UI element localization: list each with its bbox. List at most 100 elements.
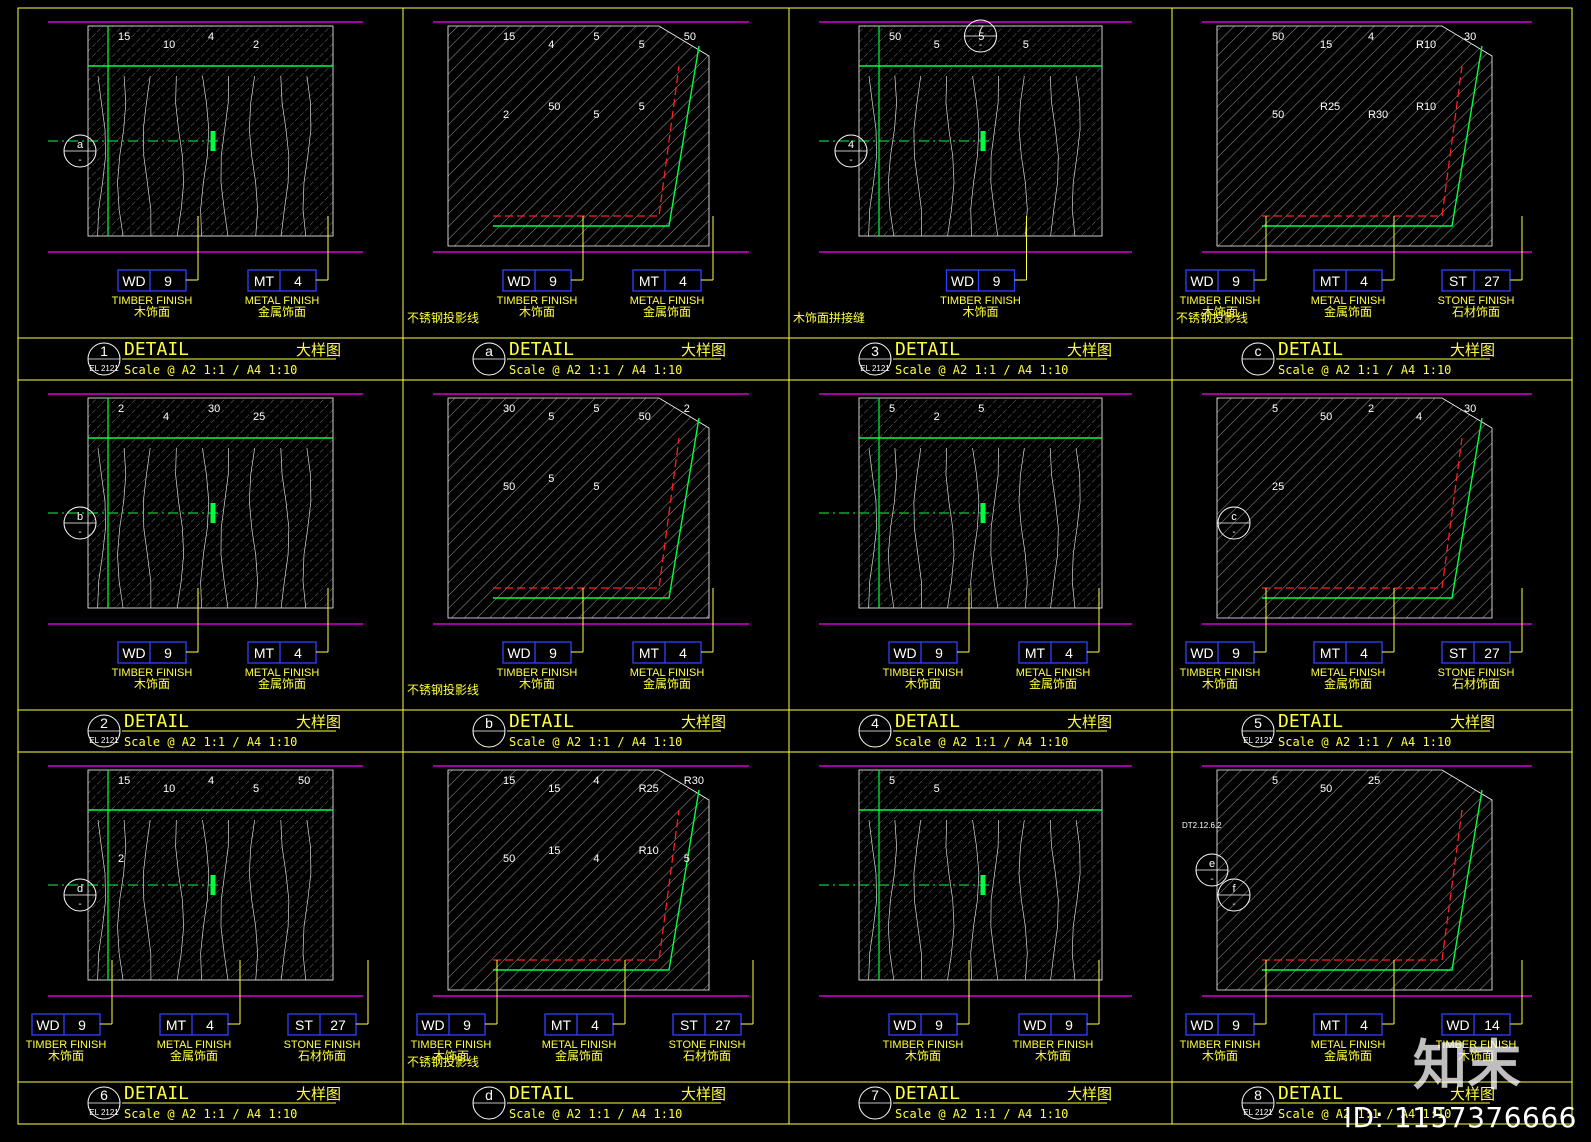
tag-code: MT (1320, 273, 1341, 289)
scale-text: Scale @ A2 1:1 / A4 1:10 (509, 1107, 682, 1121)
dimension-text: 5 (593, 31, 599, 43)
tag-english: TIMBER FINISH (26, 1039, 107, 1051)
wood-grain-line (1049, 75, 1059, 237)
tag-chinese: 金属饰面 (1029, 676, 1077, 691)
scale-text: Scale @ A2 1:1 / A4 1:10 (895, 1107, 1068, 1121)
tag-code: MT (1320, 1017, 1341, 1033)
tag-number: 4 (1360, 1017, 1368, 1033)
wood-grain-line (280, 819, 290, 981)
dimension-text: 4 (163, 411, 169, 423)
bubble-sub: - (849, 155, 852, 166)
tag-english: METAL FINISH (542, 1039, 617, 1051)
detail-reference: EL 2121 (1243, 1108, 1273, 1117)
tag-chinese: 金属饰面 (1324, 676, 1372, 691)
wood-grain-line (970, 75, 980, 237)
dimension-text: 2 (253, 39, 259, 51)
tag-english: TIMBER FINISH (411, 1039, 492, 1051)
tag-code: MT (1320, 645, 1341, 661)
tag-english: TIMBER FINISH (1013, 1039, 1094, 1051)
detail-number: c (1255, 343, 1262, 359)
dimension-text: 50 (684, 31, 696, 43)
dimension-text: 50 (1320, 411, 1332, 423)
dimension-text: 5 (1023, 39, 1029, 51)
dimension-text: 5 (593, 109, 599, 121)
dimension-text: 5 (684, 853, 690, 865)
dimension-text: 50 (548, 101, 560, 113)
tag-chinese: 金属饰面 (555, 1048, 603, 1063)
finish-outline (493, 417, 700, 599)
wood-grain-line (142, 75, 152, 237)
dimension-text: 5 (889, 403, 895, 415)
detail-title-cn: 大样图 (296, 1086, 341, 1103)
tag-number: 9 (1232, 1017, 1240, 1033)
tag-code: ST (1449, 273, 1467, 289)
dimension-text: R10 (1416, 39, 1436, 51)
tag-english: TIMBER FINISH (1180, 295, 1261, 307)
wood-grain-line (220, 819, 229, 981)
tag-number: 9 (993, 273, 1001, 289)
section-bubble: a- (63, 134, 97, 168)
tag-english: METAL FINISH (1311, 667, 1386, 679)
dimension-text: 15 (503, 775, 515, 787)
note-text: 木饰面拼接缝 (793, 310, 865, 325)
wood-grain-line (868, 447, 877, 609)
section-hatch (1216, 769, 1493, 991)
tag-code: WD (122, 273, 145, 289)
tag-english: TIMBER FINISH (497, 667, 578, 679)
dimension-text: 10 (163, 783, 175, 795)
tag-code: WD (36, 1017, 59, 1033)
scale-text: Scale @ A2 1:1 / A4 1:10 (124, 735, 297, 749)
dimension-text: 5 (593, 481, 599, 493)
detail-reference: EL 2121 (1243, 736, 1273, 745)
section-bubble: 4- (834, 134, 868, 168)
tag-code: WD (1190, 273, 1213, 289)
tag-chinese: 木饰面 (1035, 1049, 1071, 1063)
projection-line (493, 437, 680, 589)
tag-code: WD (122, 645, 145, 661)
dimension-text: 5 (639, 39, 645, 51)
dimension-text: 30 (1464, 403, 1476, 415)
detail-reference: EL 2121 (89, 736, 119, 745)
detail-title-cn: 大样图 (1450, 714, 1495, 731)
dimension-text: 2 (1368, 403, 1374, 415)
dimension-text: 2 (118, 853, 124, 865)
dimension-text: 50 (298, 775, 310, 787)
tag-english: TIMBER FINISH (940, 295, 1021, 307)
projection-line (493, 65, 680, 217)
dimension-text: R10 (639, 845, 659, 857)
tag-code: ST (295, 1017, 313, 1033)
tag-number: 27 (1484, 273, 1500, 289)
tag-code: MT (166, 1017, 187, 1033)
dimension-text: 50 (1272, 109, 1284, 121)
detail-number: 2 (100, 715, 108, 731)
tag-english: METAL FINISH (157, 1039, 232, 1051)
dimension-text: 30 (208, 403, 220, 415)
dimension-text: 5 (889, 775, 895, 787)
marker-block (980, 503, 986, 523)
tag-number: 9 (78, 1017, 86, 1033)
wood-grain-line (887, 75, 897, 237)
bubble-label: e (1209, 858, 1215, 870)
tag-number: 9 (935, 645, 943, 661)
bubble-reference: DT2.12.6.2 (1182, 821, 1222, 830)
dimension-text: 2 (684, 403, 690, 415)
detail-number: 7 (871, 1087, 879, 1103)
detail-title: DETAIL (509, 711, 574, 732)
section-bubble: c- (1217, 506, 1251, 540)
tag-chinese: 金属饰面 (1324, 1048, 1372, 1063)
